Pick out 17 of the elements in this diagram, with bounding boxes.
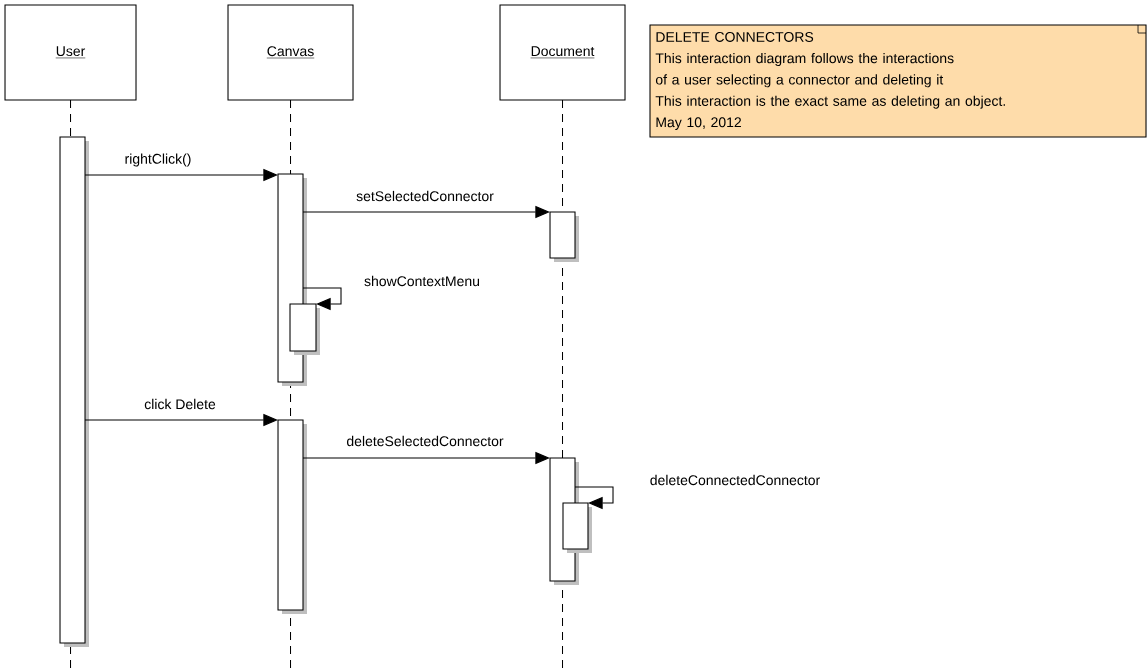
message-label: setSelectedConnector: [354, 189, 496, 203]
message-label: rightClick(): [123, 152, 193, 168]
activation-bar: [277, 419, 307, 614]
activation-bar: [59, 136, 89, 647]
activation-bar: [289, 303, 320, 355]
note: DELETE CONNECTORS This interaction diagram follows the interactions of a user selecting a connector and deleting it This interaction is the exact same as deleting an object. May 10, 2012: [649, 24, 1147, 138]
activation-bar: [549, 211, 579, 262]
lifeline-head: Document: [499, 4, 626, 101]
activation-bar: [562, 502, 592, 553]
message-arrow: [574, 486, 614, 510]
lifeline-head: User: [4, 4, 137, 101]
message-label: deleteConnectedConnector: [648, 473, 822, 487]
message-arrow: [302, 287, 342, 311]
message-label: deleteSelectedConnector: [345, 434, 505, 448]
message-label: showContextMenu: [362, 274, 482, 288]
message-label: click Delete: [142, 397, 218, 411]
lifeline-head: Canvas: [227, 4, 354, 101]
